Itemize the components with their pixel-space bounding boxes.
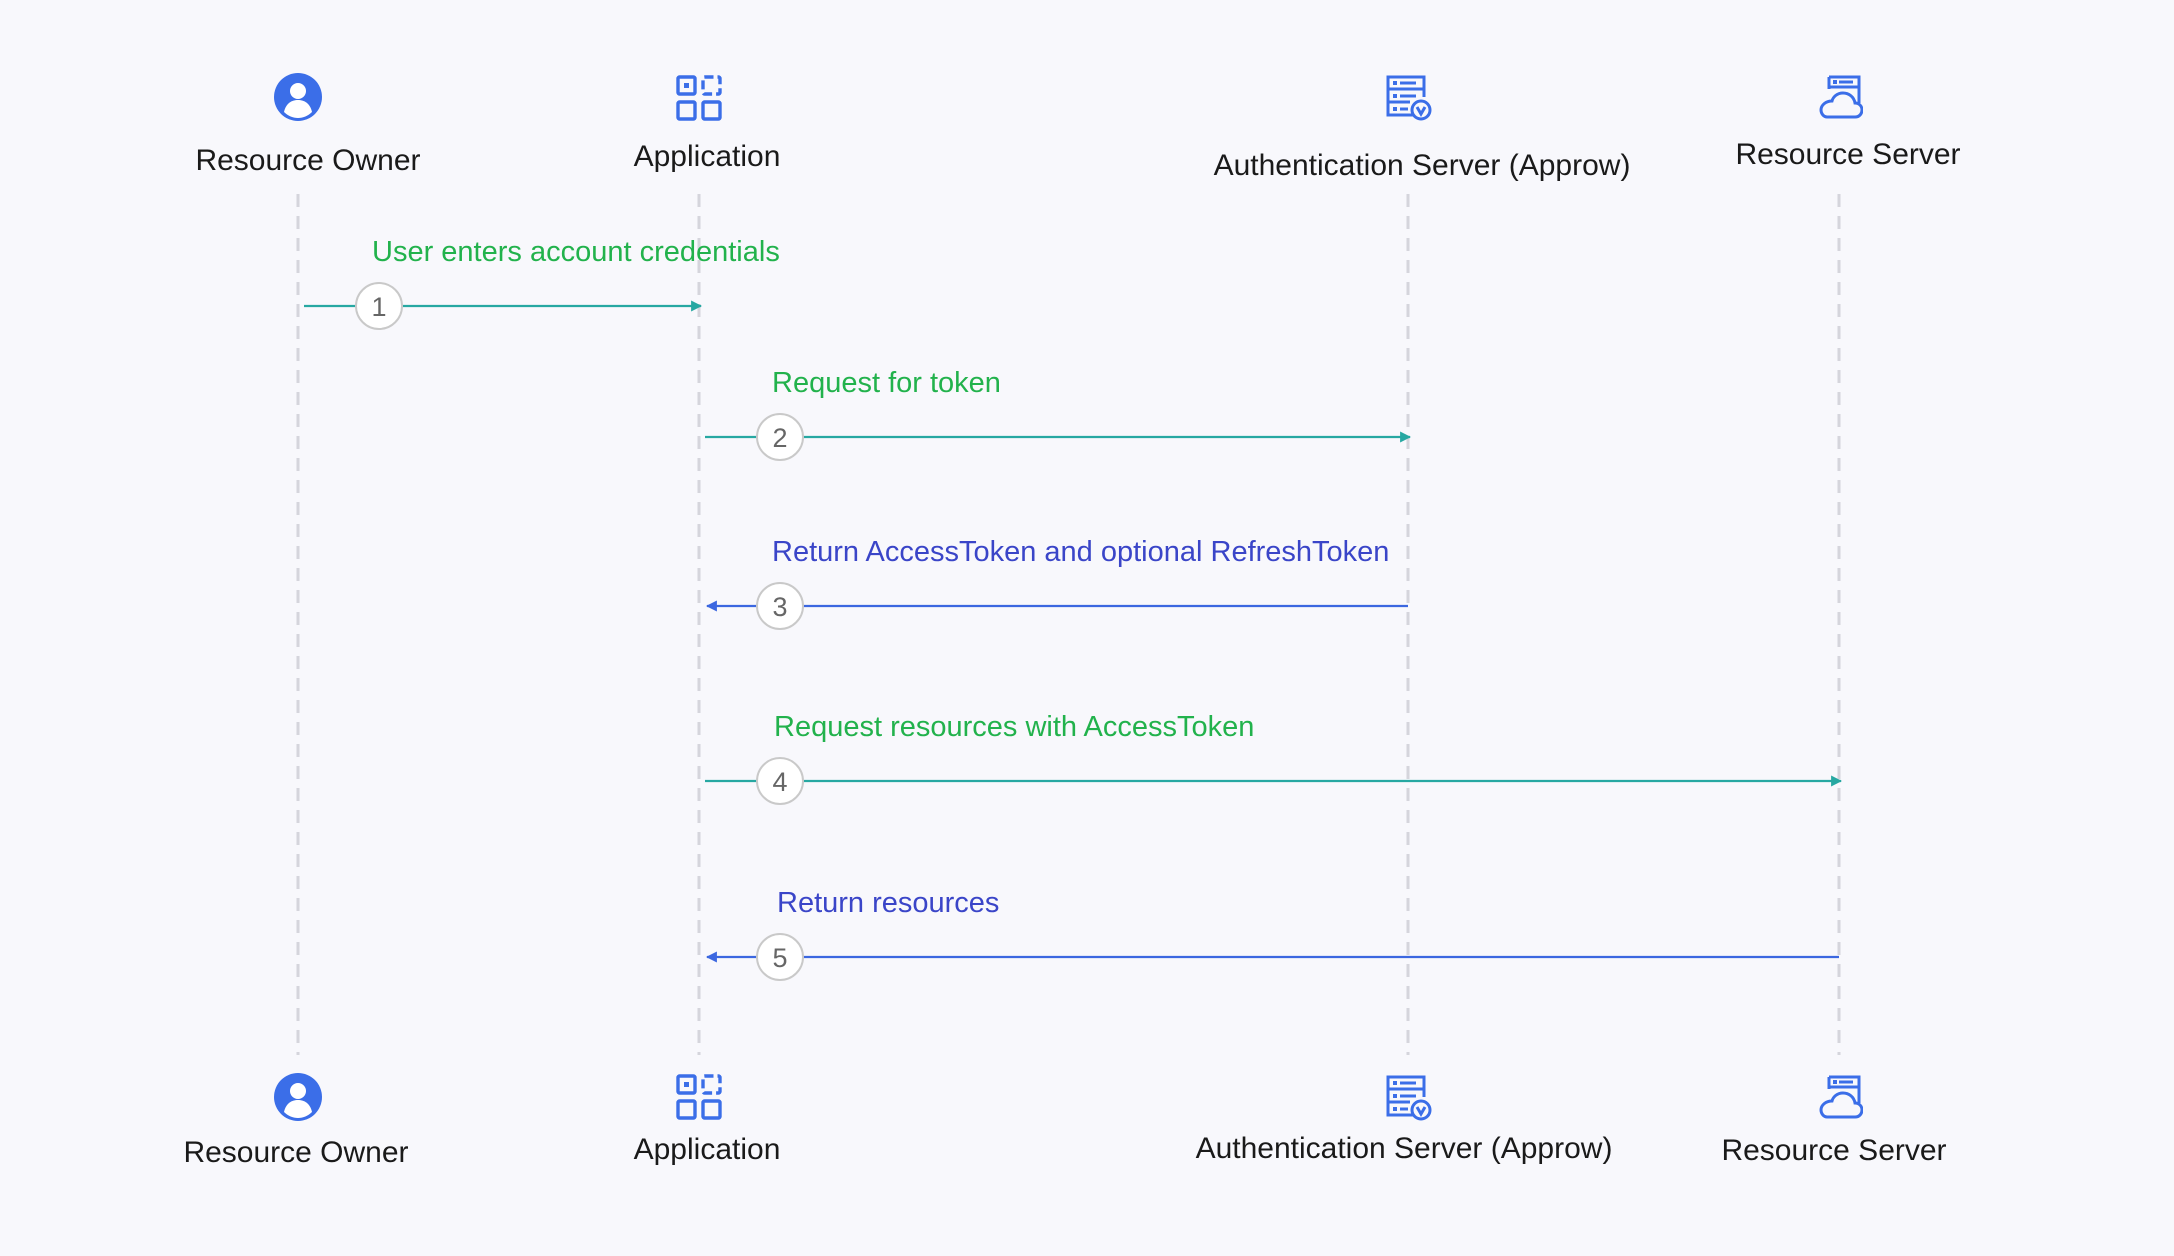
actor-label-owner: Resource Owner	[195, 144, 420, 177]
actor-label-app: Application	[634, 140, 781, 173]
step-number: 2	[772, 423, 787, 453]
step-circle	[756, 413, 804, 461]
cloud-server-icon	[1819, 75, 1863, 119]
message-4: 4 Request resources with AccessToken	[705, 711, 1843, 805]
message-label: Request for token	[772, 367, 1001, 399]
message-label: Return AccessToken and optional RefreshT…	[772, 536, 1389, 568]
message-5: 5 Return resources	[705, 887, 1839, 981]
app-grid-icon	[676, 75, 722, 121]
message-label: Request resources with AccessToken	[774, 711, 1254, 743]
step-number: 5	[772, 943, 787, 973]
message-label: User enters account credentials	[372, 236, 780, 268]
actor-label-resource-bottom: Resource Server	[1721, 1134, 1946, 1167]
message-2: 2 Request for token	[705, 367, 1412, 461]
actor-label-owner-bottom: Resource Owner	[183, 1136, 408, 1169]
actor-label-auth: Authentication Server (Approw)	[1214, 149, 1631, 182]
step-circle	[355, 282, 403, 330]
user-icon	[274, 73, 322, 121]
app-grid-icon	[676, 1074, 722, 1120]
actor-label-app-bottom: Application	[634, 1133, 781, 1166]
cloud-server-icon	[1819, 1075, 1863, 1119]
message-3: 3 Return AccessToken and optional Refresh…	[705, 536, 1408, 630]
server-check-icon	[1386, 1075, 1432, 1121]
actor-label-auth-bottom: Authentication Server (Approw)	[1196, 1132, 1613, 1165]
step-circle	[756, 757, 804, 805]
step-circle	[756, 933, 804, 981]
message-label: Return resources	[777, 887, 999, 919]
message-1: 1 User enters account credentials	[304, 236, 780, 330]
user-icon	[274, 1073, 322, 1121]
step-number: 4	[772, 767, 787, 797]
actor-label-resource: Resource Server	[1735, 138, 1960, 171]
step-number: 3	[772, 592, 787, 622]
server-check-icon	[1386, 75, 1432, 121]
step-number: 1	[371, 292, 386, 322]
step-circle	[756, 582, 804, 630]
